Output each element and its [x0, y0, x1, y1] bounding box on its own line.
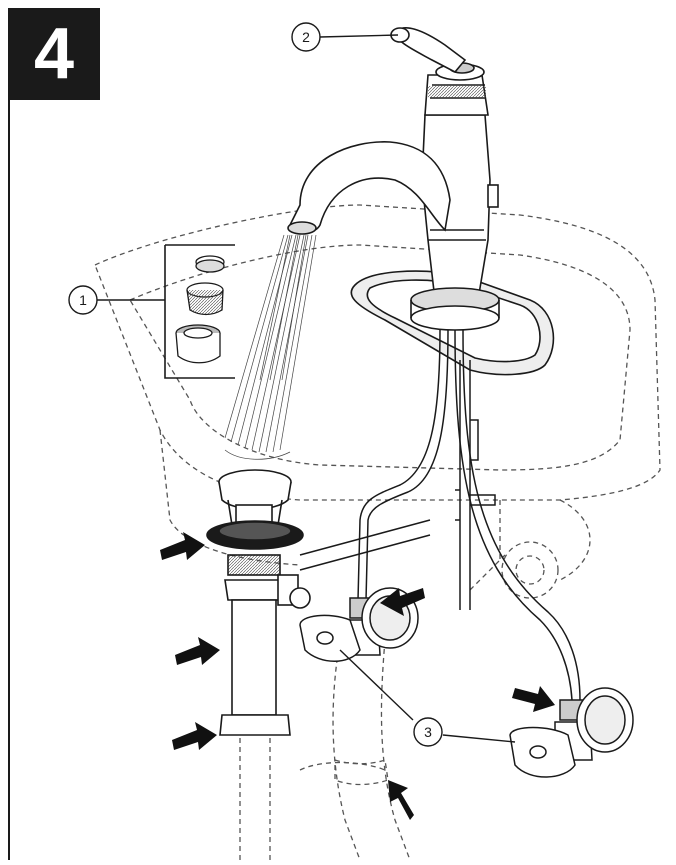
step-number-badge: 4 [8, 8, 100, 100]
page-left-border [8, 100, 10, 860]
aerator-parts-inset [164, 244, 235, 379]
supply-hoses [299, 329, 581, 701]
shutoff-valves [299, 587, 634, 778]
arrow-right-valve [512, 686, 555, 712]
callout-3-label: 3 [424, 724, 432, 740]
callout-1: 1 [68, 285, 98, 315]
callout-leaders [97, 34, 516, 743]
arrow-trap [388, 780, 414, 820]
water-spray-lines [224, 234, 317, 460]
pointer-arrows [160, 532, 555, 820]
callout-2-label: 2 [302, 29, 310, 45]
drain-assembly [206, 469, 311, 736]
faucet-body [287, 27, 555, 376]
callout-1-label: 1 [79, 292, 87, 308]
arrow-drain-body [175, 637, 220, 665]
callout-3: 3 [413, 717, 443, 747]
arrow-left-valve [380, 588, 425, 616]
callout-2: 2 [291, 22, 321, 52]
arrow-drain-flange [160, 532, 205, 560]
arrow-drain-nut [172, 722, 217, 750]
